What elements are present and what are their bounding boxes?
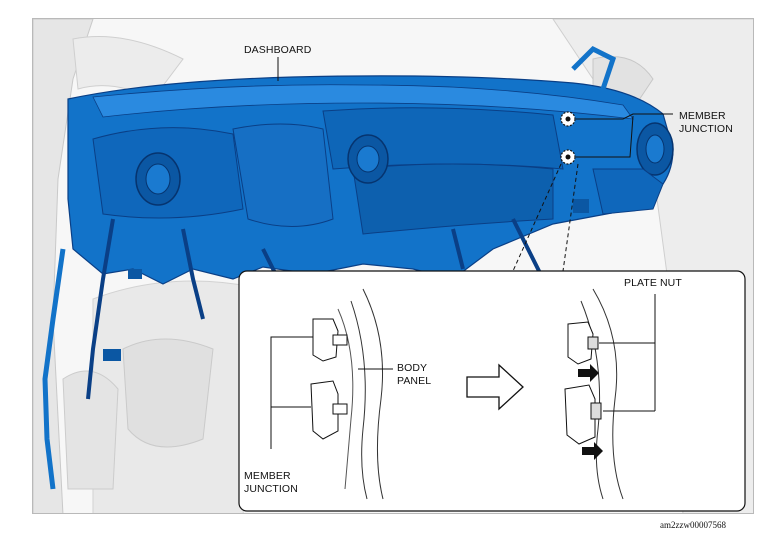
member-junction-left-upper: [312, 318, 348, 362]
member-junction-left-lower: [310, 380, 348, 440]
dashboard-assembly: [42, 45, 674, 490]
diagram-art: [33, 19, 753, 513]
transition-arrow: [466, 363, 524, 411]
diagram-frame: DASHBOARD MEMBER JUNCTION PLATE NUT BODY…: [32, 18, 754, 514]
reference-code: am2zzw00007568: [660, 520, 726, 530]
member-junction-right-lower: [564, 384, 602, 445]
plate-nut-label: PLATE NUT: [624, 277, 682, 289]
member-junction-top-label-line2: JUNCTION: [679, 123, 733, 135]
member-junction-top-label-line1: MEMBER: [679, 110, 726, 122]
plate-nut-arrow-lower: [582, 442, 603, 460]
body-panel-label-line2: PANEL: [397, 375, 432, 387]
leader-lines: [277, 57, 673, 272]
detail-inset: [238, 270, 746, 512]
member-junction-marker-lower: [560, 149, 576, 165]
member-junction-bottom-label-line1: MEMBER: [244, 470, 291, 482]
left-leaders: [270, 336, 393, 449]
dashboard-label: DASHBOARD: [244, 44, 312, 56]
member-junction-bottom-label-line2: JUNCTION: [244, 483, 298, 495]
body-panel-left: [337, 288, 384, 500]
member-junction-marker-upper: [560, 111, 576, 127]
plate-nut-arrow-upper: [578, 364, 599, 382]
member-junction-right-upper: [567, 321, 599, 365]
plate-nut-leaders: [599, 294, 656, 412]
body-panel-label-line1: BODY: [397, 362, 428, 374]
